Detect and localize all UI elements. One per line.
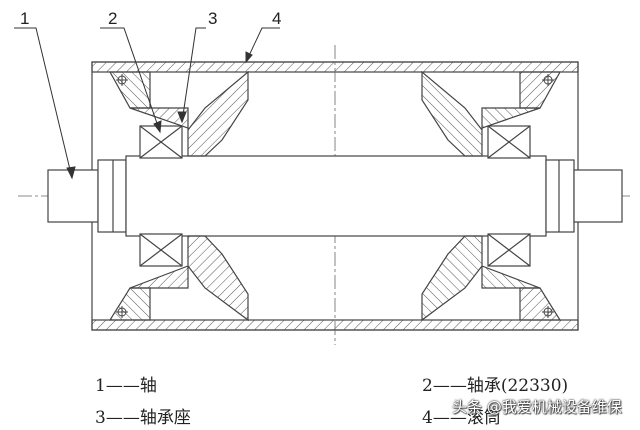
legend-item-shaft: 1——轴 <box>95 376 157 396</box>
callout-1: 1 <box>20 9 30 28</box>
leader-lines <box>14 27 280 180</box>
legend-item-drum: 4——滚筒 <box>422 408 501 428</box>
legend-item-bearing-seat: 3——轴承座 <box>95 408 191 428</box>
bolt-marks <box>116 74 554 318</box>
shaft <box>47 155 623 237</box>
legend-item-bearing: 2——轴承(22330) <box>422 376 569 396</box>
right-bearing <box>487 125 531 267</box>
left-bearing <box>139 125 183 267</box>
callout-3: 3 <box>208 9 218 28</box>
callout-4: 4 <box>272 9 282 28</box>
callout-2: 2 <box>108 9 118 28</box>
left-bearing-housing <box>108 70 249 322</box>
watermark: 头条 @我爱机械设备维保 <box>452 398 622 416</box>
